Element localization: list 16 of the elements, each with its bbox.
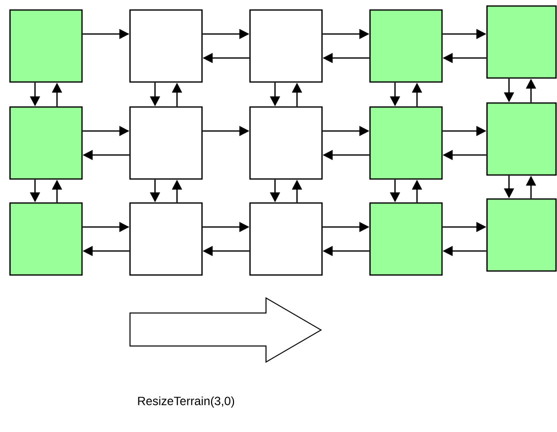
grid-box — [249, 106, 323, 180]
grid-box — [129, 202, 203, 276]
grid-box — [369, 202, 443, 276]
grid-box — [249, 9, 323, 83]
grid-box — [9, 9, 83, 83]
grid-box — [486, 102, 557, 176]
grid-box — [249, 202, 323, 276]
grid-box — [486, 198, 557, 272]
grid-box — [9, 202, 83, 276]
caption-text: ResizeTerrain(3,0) — [138, 396, 234, 408]
grid-box — [129, 9, 203, 83]
grid-box — [369, 9, 443, 83]
grid-box — [369, 106, 443, 180]
grid-box — [9, 106, 83, 180]
grid-box — [129, 106, 203, 180]
grid-box — [486, 5, 557, 79]
